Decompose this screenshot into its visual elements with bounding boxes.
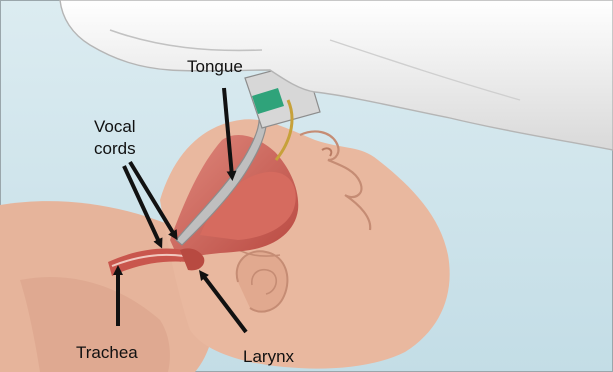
- tongue-label: Tongue: [187, 57, 243, 76]
- larynx-label: Larynx: [243, 347, 295, 366]
- vocal-cords-label-line1: Vocal: [94, 117, 136, 136]
- vocal-cords-label-line2: cords: [94, 139, 136, 158]
- trachea-label: Trachea: [76, 343, 138, 362]
